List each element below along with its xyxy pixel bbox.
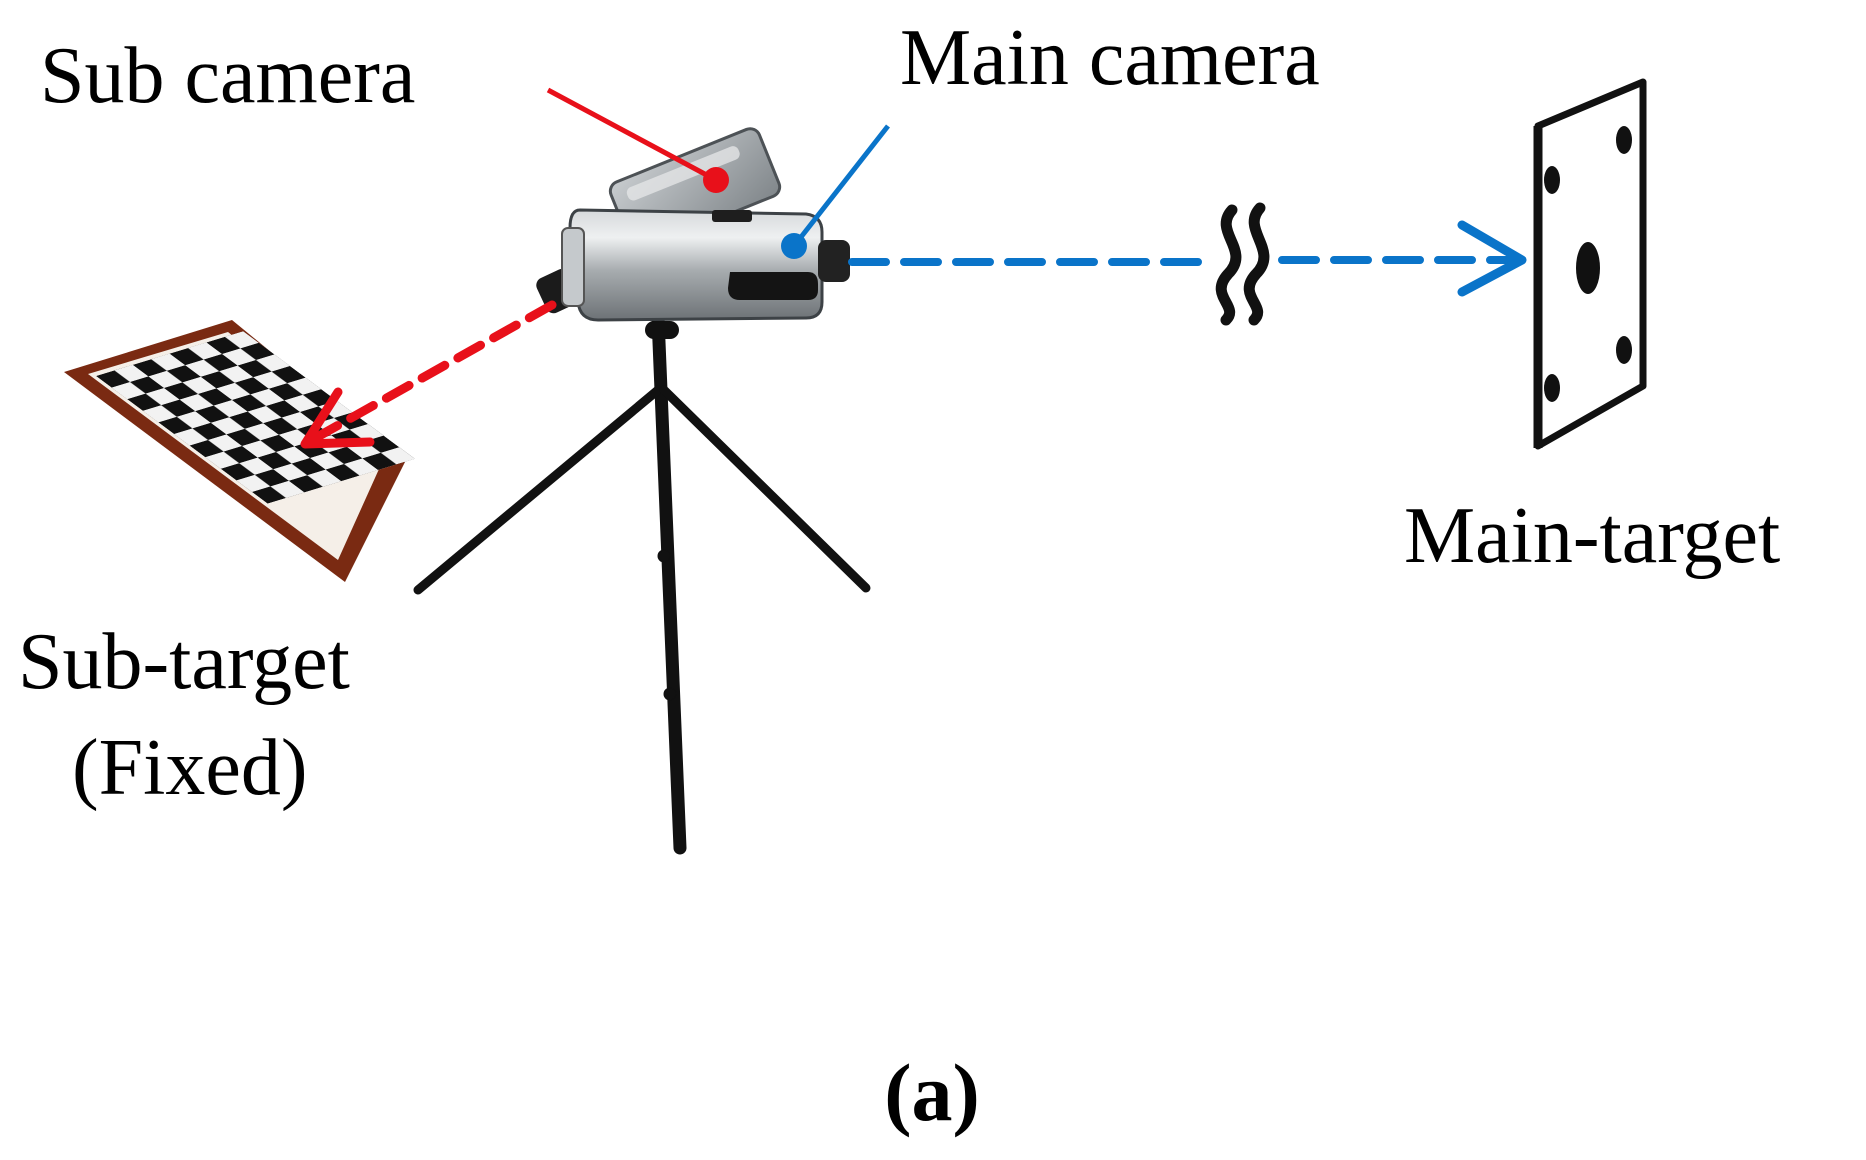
main-camera-ray-arrow [848,220,1527,297]
main-camera-pointer [781,124,890,259]
checkerboard-pattern [96,331,415,504]
tripod [413,311,871,855]
target-dot [1576,242,1600,294]
sub-target-label: Sub-target [18,618,350,706]
panel-label: (a) [884,1047,980,1138]
target-dot [1616,336,1632,364]
main-camera-lens [818,240,850,282]
distance-break-icon [1215,202,1270,326]
main-camera-body [568,208,824,322]
target-dot [1616,126,1632,154]
camera-assembly [536,127,850,322]
sub-target-board [64,320,415,582]
sub-camera-ray-arrow [300,300,557,449]
tripod-left-leg [413,385,663,595]
target-dot [1544,166,1560,194]
main-target-board [1533,78,1647,450]
sub-camera-pointer [546,87,729,193]
tripod-center-leg [651,311,687,855]
sub-camera-label: Sub camera [40,32,415,120]
main-target-label: Main-target [1404,492,1780,580]
tripod-right-leg [659,385,871,593]
sub-target-fixed-label: (Fixed) [72,724,308,812]
main-camera-label: Main camera [900,14,1320,102]
target-dot [1544,374,1560,402]
